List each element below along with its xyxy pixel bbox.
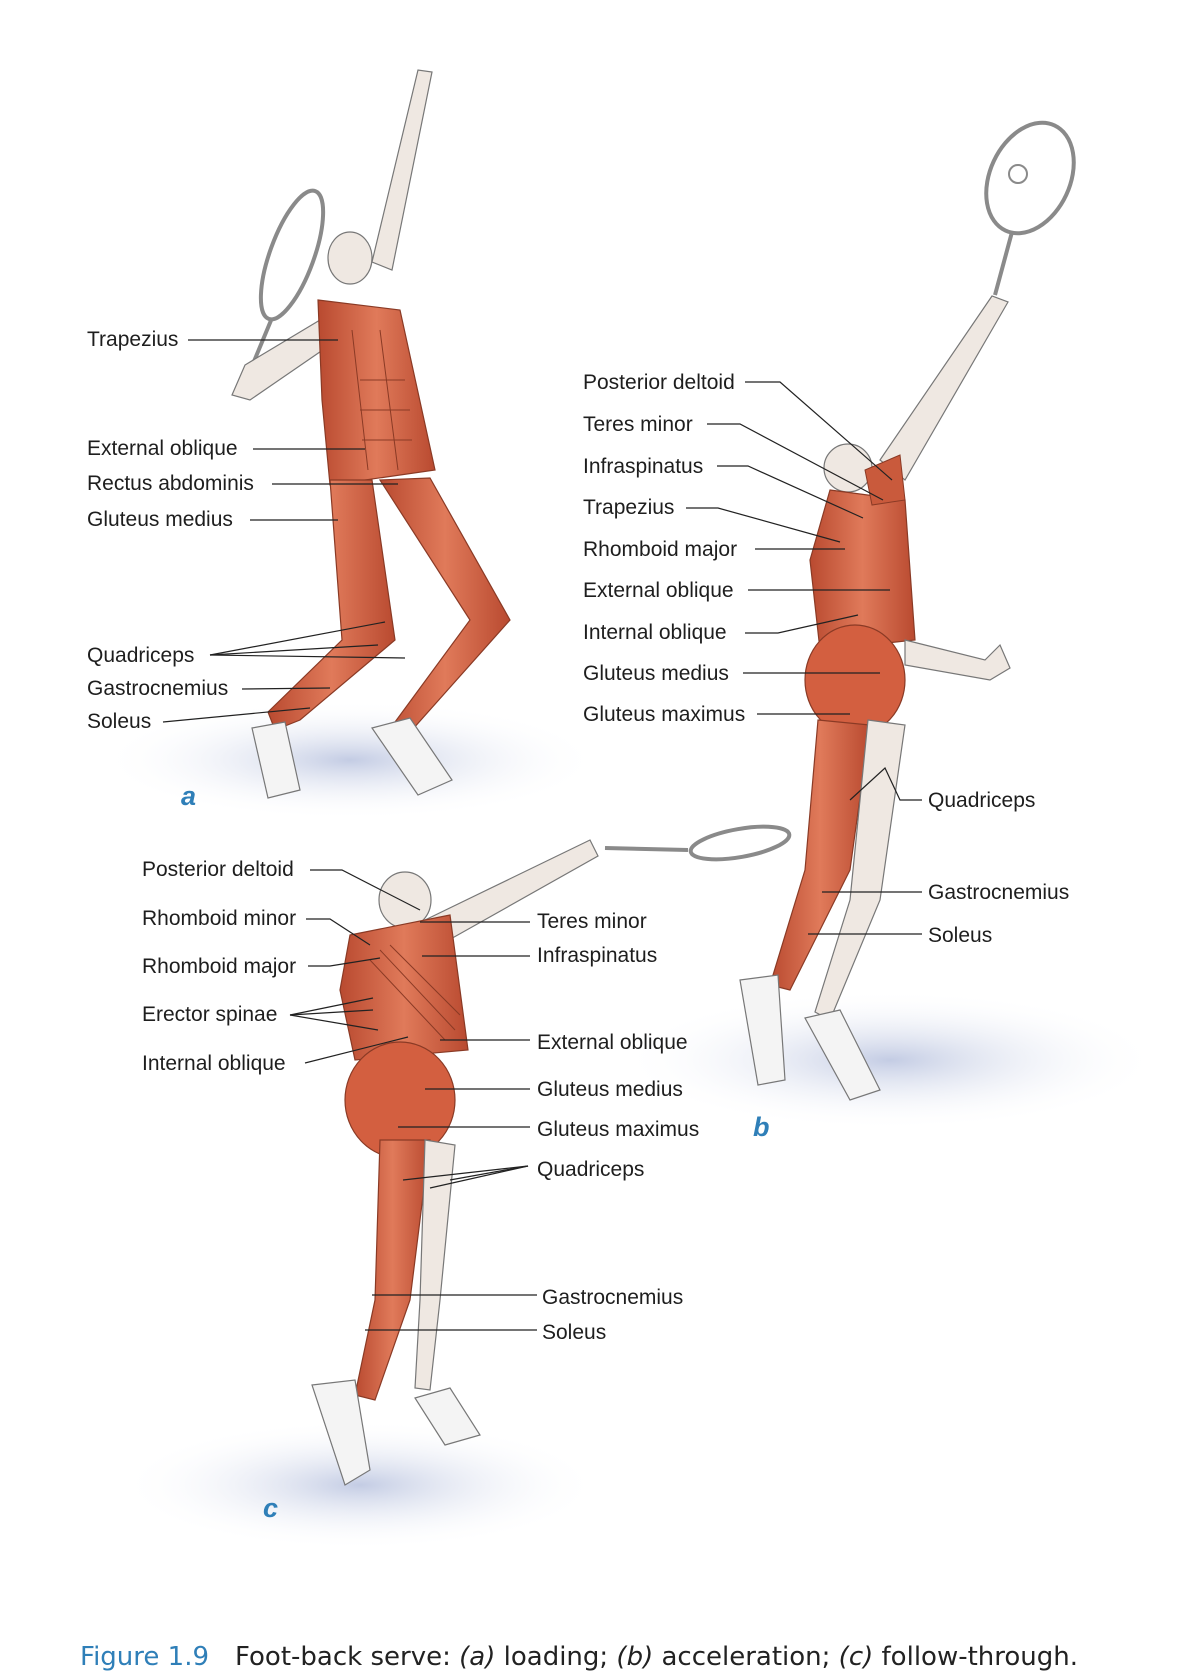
court-shadow-c: [120, 1420, 600, 1550]
shoe-left-c: [311, 1379, 371, 1486]
label-b-quadriceps: Quadriceps: [928, 789, 1036, 812]
label-b-gastrocnemius: Gastrocnemius: [928, 881, 1070, 904]
label-a-quadriceps: Quadriceps: [87, 644, 195, 667]
figure-number: Figure 1.9: [80, 1642, 209, 1672]
label-c-rhomboid-minor: Rhomboid minor: [142, 907, 297, 930]
torso-a: [317, 299, 436, 486]
label-a-rectus-abdominis: Rectus abdominis: [87, 472, 254, 495]
label-a-soleus: Soleus: [87, 710, 152, 733]
label-b-soleus: Soleus: [928, 924, 993, 947]
label-a-external-oblique: External oblique: [87, 437, 238, 460]
label-a-gluteus-medius: Gluteus medius: [87, 508, 233, 531]
racket-c: [604, 824, 792, 862]
caption-a-text: loading;: [495, 1642, 617, 1672]
label-c-teres-minor: Teres minor: [537, 910, 647, 933]
leg-left-a: [267, 479, 396, 731]
leader-lines-b: [686, 381, 922, 935]
caption-b-tag: (b): [616, 1642, 654, 1672]
label-c-infraspinatus: Infraspinatus: [537, 944, 658, 967]
arm-raised-a: [371, 69, 433, 271]
label-c-gluteus-medius: Gluteus medius: [537, 1078, 683, 1101]
label-b-rhomboid-major: Rhomboid major: [583, 538, 738, 561]
shoe-right-b: [804, 1009, 881, 1101]
label-b-gluteus-medius: Gluteus medius: [583, 662, 729, 685]
gluteals-b: [804, 624, 906, 736]
leg-left-c: [354, 1139, 431, 1401]
figure-b-acceleration: [620, 120, 1160, 1130]
court-shadow-b: [620, 990, 1160, 1130]
label-b-internal-oblique: Internal oblique: [583, 621, 727, 644]
label-c-quadriceps: Quadriceps: [537, 1158, 645, 1181]
panel-letter-c: c: [263, 1493, 279, 1523]
label-c-gastrocnemius: Gastrocnemius: [542, 1286, 684, 1309]
head-b: [823, 443, 873, 493]
panel-letter-a: a: [181, 781, 197, 811]
leg-right-c: [414, 1139, 456, 1391]
label-b-trapezius: Trapezius: [583, 496, 675, 519]
shoe-left-b: [739, 974, 786, 1086]
figure-c-follow-through: [120, 824, 792, 1550]
racket-b: [984, 120, 1076, 296]
caption-c-text: follow-through.: [873, 1642, 1079, 1672]
shoe-left-a: [251, 721, 301, 799]
shoe-right-a: [371, 717, 453, 796]
caption-b-text: acceleration;: [653, 1642, 839, 1672]
label-c-internal-oblique: Internal oblique: [142, 1052, 286, 1075]
shoe-right-c: [414, 1387, 481, 1446]
arm-raised-b: [879, 295, 1009, 481]
leg-right-a: [378, 477, 511, 731]
label-c-posterior-deltoid: Posterior deltoid: [142, 858, 294, 881]
caption-a-tag: (a): [459, 1642, 496, 1672]
label-b-external-oblique: External oblique: [583, 579, 734, 602]
label-b-infraspinatus: Infraspinatus: [583, 455, 704, 478]
figure-a-loading: [100, 69, 600, 820]
label-b-teres-minor: Teres minor: [583, 413, 693, 436]
caption-lead: Foot-back serve:: [235, 1642, 460, 1672]
label-a-gastrocnemius: Gastrocnemius: [87, 677, 229, 700]
label-b-gluteus-maximus: Gluteus maximus: [583, 703, 746, 726]
label-b-posterior-deltoid: Posterior deltoid: [583, 371, 735, 394]
label-c-soleus: Soleus: [542, 1321, 607, 1344]
head-a: [327, 231, 373, 285]
label-c-erector-spinae: Erector spinae: [142, 1003, 278, 1026]
arm-racket-a: [231, 319, 331, 401]
leader-lines-c: [289, 869, 537, 1331]
label-a-trapezius: Trapezius: [87, 328, 179, 351]
court-shadow-a: [100, 700, 600, 820]
panel-letter-b: b: [753, 1112, 770, 1142]
head-c: [378, 871, 432, 929]
arm-trailing-b: [904, 639, 1011, 681]
label-c-external-oblique: External oblique: [537, 1031, 688, 1054]
leader-lines-a: [162, 339, 406, 723]
label-c-gluteus-maximus: Gluteus maximus: [537, 1118, 700, 1141]
caption-c-tag: (c): [838, 1642, 874, 1672]
label-c-rhomboid-major: Rhomboid major: [142, 955, 297, 978]
